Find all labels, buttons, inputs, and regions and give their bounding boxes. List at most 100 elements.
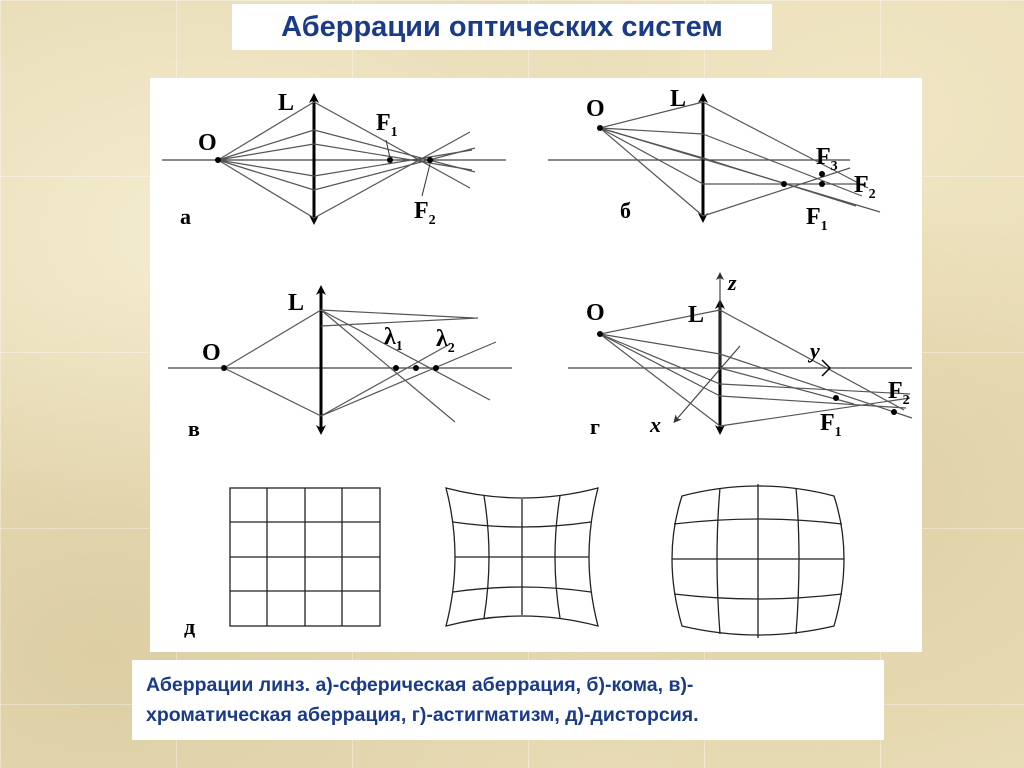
ray: [320, 341, 497, 417]
grid-line: [673, 518, 843, 525]
focus-point: [781, 181, 787, 187]
ray: [599, 333, 721, 427]
ray: [313, 147, 476, 191]
ray: [313, 129, 476, 173]
ray: [719, 309, 905, 411]
undistorted-grid: [229, 487, 381, 627]
ray: [313, 101, 471, 189]
lambda-label: λ1: [384, 324, 403, 354]
object-point: [221, 365, 227, 371]
diagram-panel: O L F1 F2 а O L F3: [150, 78, 922, 652]
ray: [719, 395, 907, 409]
ray: [599, 333, 721, 385]
panel-v-chromatic: O L λ1 λ2 в: [168, 285, 512, 441]
focus-label: F1: [806, 204, 828, 234]
barrel-grid: [671, 484, 845, 638]
focus-point: [433, 365, 439, 371]
ray: [599, 127, 704, 185]
ray: [313, 143, 473, 171]
y-axis-arrow: [821, 359, 832, 377]
caption-box: Аберрации линз. а)-сферическая аберрация…: [132, 660, 884, 740]
grid-outline: [445, 487, 599, 627]
panel-label: д: [184, 614, 195, 639]
ray: [217, 143, 315, 161]
ray: [719, 383, 911, 395]
pincushion-grid: [445, 487, 599, 627]
grid-line: [795, 487, 800, 635]
ray: [313, 131, 471, 219]
ray: [217, 159, 315, 219]
focus-label: F3: [816, 144, 838, 174]
focus-label: F2: [854, 172, 876, 202]
ray: [599, 127, 704, 217]
focus-label: F1: [820, 410, 842, 440]
focus-point: [833, 395, 839, 401]
panel-a-spherical: O L F1 F2 а: [162, 90, 506, 229]
panel-label: в: [188, 416, 200, 441]
x-axis-label: x: [649, 412, 661, 437]
ray: [320, 317, 479, 327]
aberration-diagram: O L F1 F2 а O L F3: [162, 86, 913, 639]
panel-g-astigmatism: O L z y x F2 F1 г: [568, 270, 913, 440]
leader-line: [421, 163, 431, 197]
lens-label: L: [278, 90, 294, 116]
focus-point: [413, 365, 419, 371]
panel-b-coma: O L F3 F2 F1 б: [548, 86, 881, 234]
ray: [599, 101, 704, 129]
ray: [599, 127, 881, 213]
object-label: O: [586, 96, 605, 122]
ray: [320, 309, 456, 423]
object-label: O: [202, 340, 221, 366]
panel-label: а: [180, 204, 191, 229]
focus-point: [387, 157, 393, 163]
ray: [702, 133, 863, 197]
focus-label: F2: [888, 378, 910, 408]
object-point: [597, 331, 603, 337]
ray: [599, 333, 721, 397]
ray: [702, 101, 869, 189]
ray: [223, 309, 322, 369]
panel-d-distortion: д: [184, 484, 845, 639]
ray: [217, 101, 315, 161]
object-point: [215, 157, 221, 163]
grid-line: [673, 593, 843, 600]
caption-line-2: хроматическая аберрация, г)-астигматизм,…: [146, 704, 699, 726]
focus-point: [819, 181, 825, 187]
object-label: O: [198, 130, 217, 156]
ray: [217, 159, 315, 191]
ray: [320, 343, 451, 417]
focus-point: [427, 157, 433, 163]
x-axis: [673, 345, 741, 424]
grid-outline: [671, 485, 845, 636]
panel-label: б: [620, 198, 631, 223]
lambda-label: λ2: [436, 326, 455, 356]
page-title: Аберрации оптических систем: [281, 10, 723, 43]
ray: [223, 367, 322, 417]
focus-point: [891, 409, 897, 415]
title-box: Аберрации оптических систем: [232, 4, 772, 50]
ray: [599, 333, 721, 355]
grid-line: [452, 586, 592, 593]
grid-line: [716, 487, 721, 635]
ray: [702, 167, 851, 217]
focus-point: [393, 365, 399, 371]
focus-label: F1: [376, 110, 398, 140]
object-point: [597, 125, 603, 131]
focus-label: F2: [414, 198, 436, 228]
ray: [599, 309, 721, 335]
object-label: O: [586, 300, 605, 326]
panel-label: г: [590, 414, 600, 439]
ray: [599, 127, 704, 135]
grid-line: [452, 521, 592, 528]
ray: [719, 397, 911, 427]
lens-label: L: [670, 86, 686, 112]
leader-line: [385, 139, 391, 159]
ray: [320, 309, 491, 401]
y-axis-label: y: [807, 338, 820, 363]
ray: [719, 367, 855, 405]
ray: [217, 159, 315, 177]
z-axis-label: z: [727, 270, 737, 295]
ray: [217, 129, 315, 161]
ray: [313, 149, 473, 177]
caption-line-1: Аберрации линз. а)-сферическая аберрация…: [146, 674, 694, 696]
